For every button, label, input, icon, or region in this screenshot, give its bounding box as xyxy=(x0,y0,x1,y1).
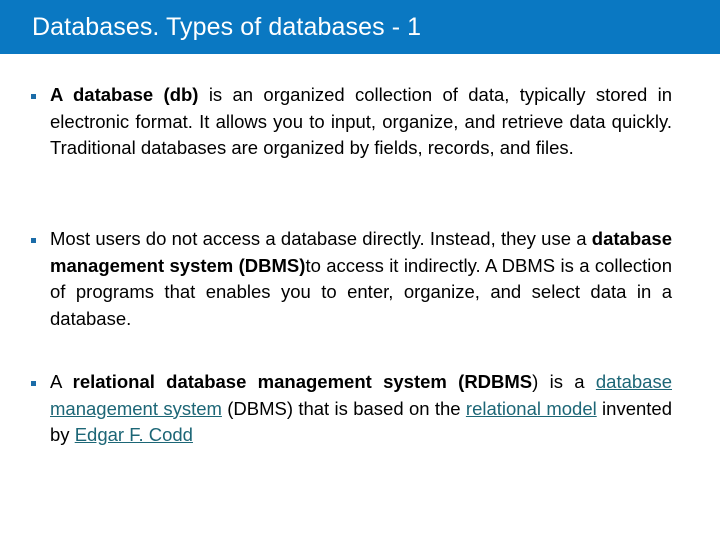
bullet-1-bold-lead: A database (db) xyxy=(50,84,199,105)
page-title: Databases. Types of databases - 1 xyxy=(32,13,422,41)
slide-body: A database (db) is an organized collecti… xyxy=(0,54,720,540)
bullet-3-bold-acronym: (RDBMS xyxy=(458,371,533,392)
link-edgar-f-codd[interactable]: Edgar F. Codd xyxy=(74,424,193,446)
link-relational-model[interactable]: relational model xyxy=(465,397,597,419)
bullet-dot-icon xyxy=(31,381,36,386)
bullet-3-text: A relational database management system … xyxy=(50,369,672,449)
bullet-dot-icon xyxy=(31,94,36,99)
link-database-management-system[interactable]: database management system xyxy=(50,371,672,419)
bullet-3-seg-a: A xyxy=(50,371,73,392)
bullet-dot-icon xyxy=(31,238,36,243)
title-bar: Databases. Types of databases - 1 xyxy=(0,0,720,54)
bullet-2-tail: to access it indirectly. A DBMS is a col… xyxy=(50,254,672,329)
bullet-3-space xyxy=(447,371,458,392)
bullet-1-text: A database (db) is an organized collecti… xyxy=(50,82,672,162)
bullet-2-bold-term: database management system (DBMS) xyxy=(50,228,672,276)
bullet-3-seg-c: (DBMS) that is based on the xyxy=(221,397,466,419)
bullet-2-text: Most users do not access a database dire… xyxy=(50,226,672,332)
bullet-3-seg-b: is a xyxy=(538,371,596,392)
bullet-1-body: is an organized collection of data, typi… xyxy=(50,84,673,159)
bullet-3-seg-d: invented by xyxy=(50,397,672,446)
bullet-3-paren-close: ) xyxy=(532,371,539,392)
bullet-3-bold-term: relational database management system xyxy=(72,371,447,392)
bullet-2-lead: Most users do not access a database dire… xyxy=(50,228,592,249)
